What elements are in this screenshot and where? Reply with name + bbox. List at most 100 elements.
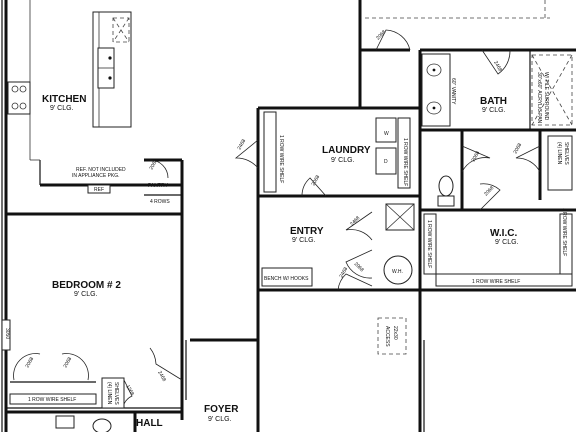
pantry-door: [149, 159, 169, 179]
refrigerator: [87, 184, 111, 194]
bath: 60" VANITY 30"x60" ACRYLIC PAN W/ TILE S…: [421, 49, 573, 207]
shower: [531, 54, 573, 126]
linen-note-1: (4) LINEN: [556, 142, 562, 165]
ref-note-2: IN APPLIANCE PKG.: [72, 173, 120, 179]
bedroom-2: BEDROOM # 2 9' CLG. 1 ROW WIRE SHELF 206…: [1, 280, 183, 409]
hall-fixture: [55, 415, 75, 429]
kitchen-fixtures: KITCHEN 9' CLG. REF REF. NOT INCLUDED IN…: [7, 0, 170, 205]
foyer-clg: 9' CLG.: [208, 416, 232, 423]
laundry-bottom-door: [301, 177, 327, 197]
door-bed-3: 2468: [156, 370, 167, 383]
wic-shelf-bottom: [435, 273, 573, 287]
door-window: 3050: [4, 328, 10, 339]
door-entry-1: 2468: [349, 215, 361, 227]
door-bath-right: 2068: [513, 142, 524, 155]
laundry-shelf-2: [397, 117, 411, 189]
pantry-label: PANTRY: [148, 183, 168, 189]
bedroom-wire-shelf: 1 ROW WIRE SHELF: [28, 397, 76, 403]
laundry-wire-shelf-2: 1 ROW WIRE SHELF: [402, 138, 408, 186]
bath-top-door: [481, 49, 511, 75]
entry-clg: 9' CLG.: [292, 237, 316, 244]
kitchen-clg: 9' CLG.: [50, 105, 74, 112]
wic-name: W.I.C.: [490, 228, 517, 239]
door-bath-top: 2468: [492, 60, 503, 73]
bedroom-window: [1, 319, 11, 351]
door-laundry-left: 2468: [237, 138, 248, 151]
bedroom-closet-door-1: [13, 353, 41, 381]
door-pantry: 2068: [149, 158, 160, 171]
water-heater: [383, 255, 413, 285]
bedroom-clg: 9' CLG.: [74, 291, 98, 298]
door-bath-side: 2068: [471, 150, 482, 163]
ref-note-1: REF. NOT INCLUDED: [76, 167, 126, 173]
pantry-rows: 4 ROWS: [150, 199, 170, 205]
door-entry-2: 2068: [353, 261, 365, 273]
linen-closet: [101, 377, 125, 409]
ref-label: REF: [94, 187, 104, 193]
wh-label: W.H.: [392, 269, 403, 275]
bath-side-door: [461, 145, 491, 173]
hall-foyer: HALL FOYER 9' CLG.: [55, 340, 239, 432]
bath-name: BATH: [480, 96, 507, 107]
laundry-shelf: [263, 111, 277, 193]
linen-shelves: [547, 135, 573, 191]
linen-b-1: (4) LINEN: [106, 382, 112, 405]
wic-door: [479, 183, 501, 211]
access-1: 22x30: [392, 326, 398, 340]
bedroom-closet-door-2: [61, 353, 89, 381]
wic-wire-shelf-left: 1 ROW WIRE SHELF: [426, 220, 432, 268]
bench-label: BENCH W/ HOOKS: [264, 276, 309, 282]
shower-note-1: 30"x60" ACRYLIC PAN: [536, 72, 542, 124]
bath-right-door: [515, 145, 541, 173]
washer-label: W: [384, 131, 389, 137]
door-laundry-bottom: 2068: [311, 174, 322, 187]
toilet: [438, 175, 454, 197]
top-door: [375, 29, 411, 51]
wic-clg: 9' CLG.: [495, 239, 519, 246]
entry: W.H. BENCH W/ HOOKS ENTRY 9' CLG. 2468 2…: [261, 203, 415, 291]
bath-clg: 9' CLG.: [482, 107, 506, 114]
dryer: [375, 147, 397, 175]
linen-note-2: SHELVES: [563, 142, 569, 165]
entry-door-3: [337, 273, 373, 291]
hall-sink: [92, 418, 112, 432]
entry-door-2: [345, 249, 373, 279]
entry-name: ENTRY: [290, 226, 324, 237]
linen-door: [123, 379, 133, 405]
door-bed-1: 2068: [25, 356, 36, 369]
laundry-wire-shelf: 1 ROW WIRE SHELF: [278, 135, 284, 183]
laundry-door: [234, 139, 259, 169]
wic-shelf-left: [423, 213, 437, 275]
kitchen-name: KITCHEN: [42, 94, 86, 105]
wic-wire-shelf-bottom: 1 ROW WIRE SHELF: [472, 279, 520, 285]
linen-b-2: SHELVES: [113, 382, 119, 405]
door-bed-2: 2068: [63, 356, 74, 369]
vanity-label: 60" VANITY: [450, 78, 456, 105]
dryer-label: D: [384, 159, 388, 165]
bedroom-closet-shelf: [9, 393, 97, 405]
range-stove: [7, 81, 31, 115]
access-2: ACCESS: [384, 326, 390, 347]
attic-access: [377, 317, 407, 355]
hall-name: HALL: [136, 418, 163, 429]
wic-wire-shelf-right: 1 ROW WIRE SHELF: [561, 208, 567, 256]
laundry: 1 ROW WIRE SHELF W D 1 ROW WIRE SHELF LA…: [234, 111, 411, 197]
bedroom-door: [149, 347, 183, 381]
toilet-tank: [437, 195, 455, 207]
bench: [261, 267, 313, 287]
door-wic: 2068: [483, 185, 495, 197]
shower-note-2: W/ TILE SURROUND: [543, 72, 549, 121]
laundry-clg: 9' CLG.: [331, 157, 355, 164]
vanity: [421, 53, 451, 127]
entry-door-1: [345, 211, 373, 241]
laundry-sink: [375, 117, 397, 143]
wic-shelf-right: [559, 213, 573, 275]
foyer-name: FOYER: [204, 404, 239, 415]
door-linen: 1268: [124, 384, 135, 397]
laundry-name: LAUNDRY: [322, 145, 371, 156]
door-entry-3: 2468: [339, 266, 350, 279]
dishwasher: [112, 17, 130, 43]
